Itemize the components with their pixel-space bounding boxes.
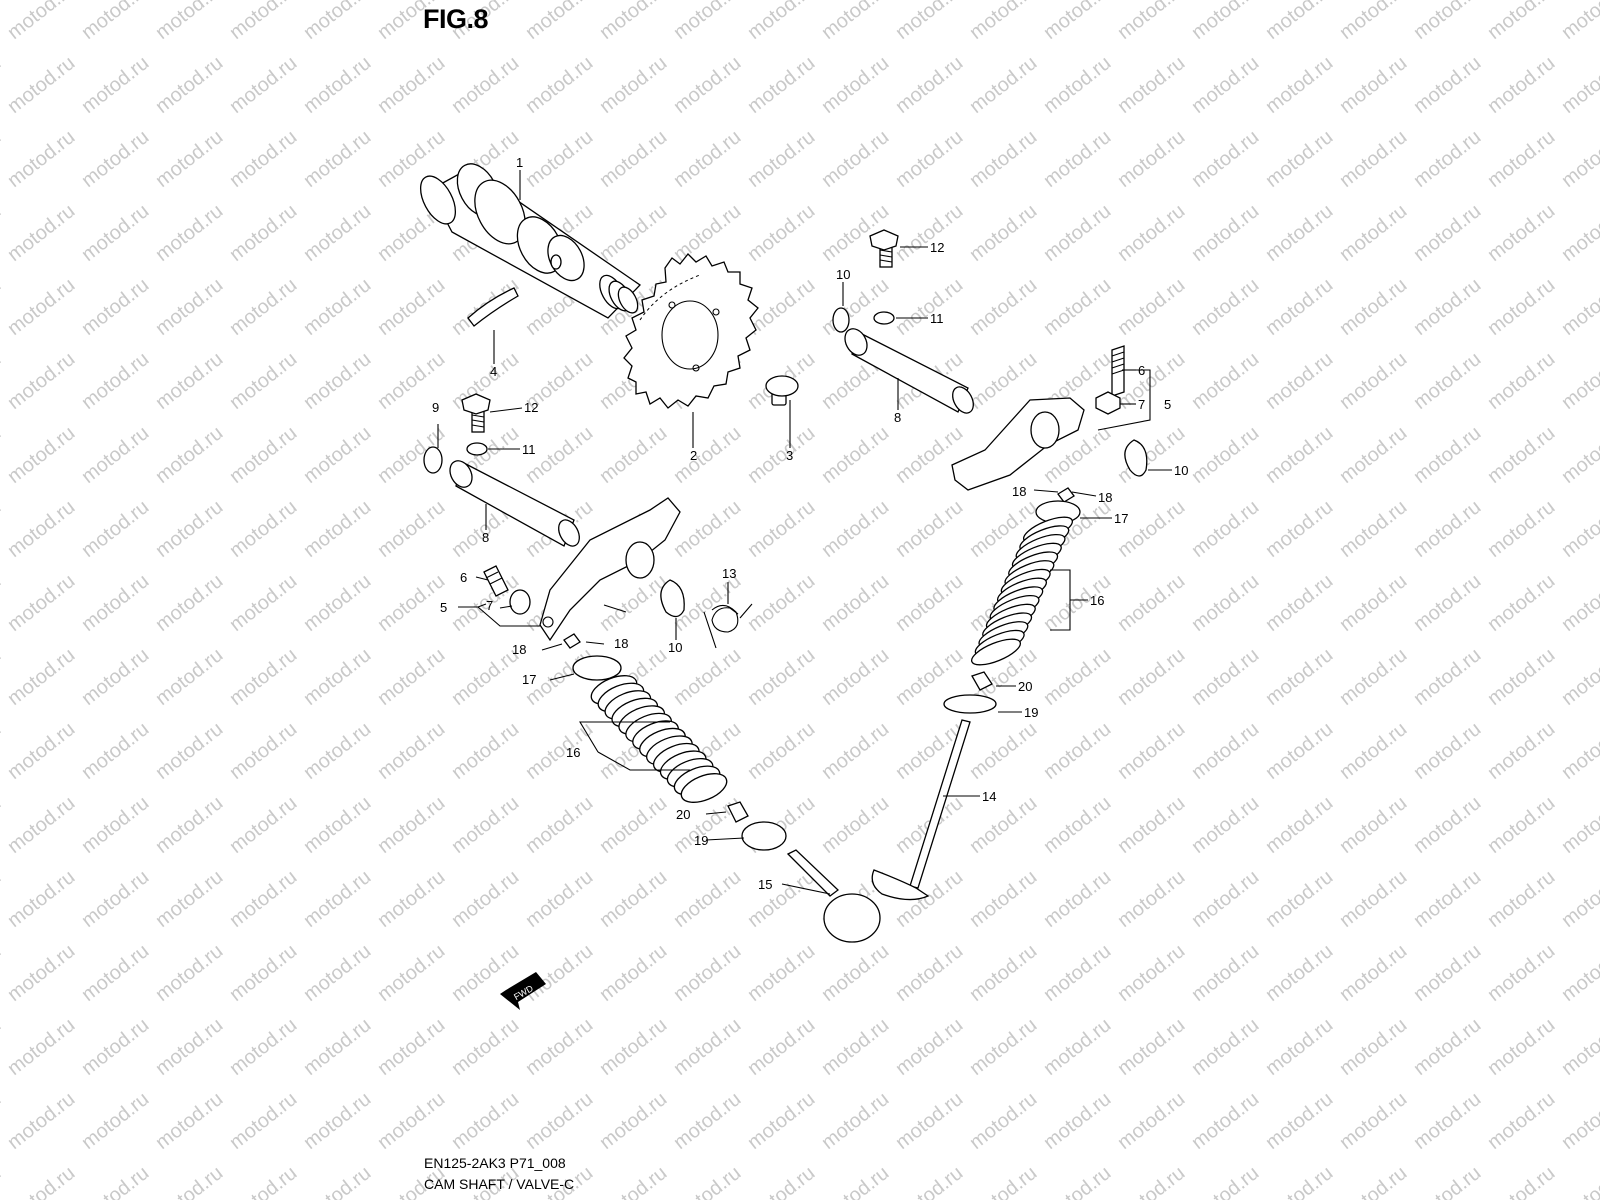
- spring-seat-part-10-upper[interactable]: [1124, 439, 1148, 477]
- callout-7-upper: 7: [1138, 397, 1145, 412]
- stem-seal-part-20-lower[interactable]: [727, 801, 749, 823]
- callout-19-upper: 19: [1024, 705, 1038, 720]
- callout-17-lower: 17: [522, 672, 536, 687]
- callout-18-lower-left: 18: [512, 642, 526, 657]
- half-ring-part-4[interactable]: [467, 287, 519, 327]
- callout-10-upper-right: 10: [1174, 463, 1188, 478]
- callout-18-upper-right: 18: [1098, 490, 1112, 505]
- callout-14: 14: [982, 789, 996, 804]
- callout-10-lower: 10: [668, 640, 682, 655]
- valve-part-14[interactable]: [871, 719, 971, 901]
- callout-12-lower: 12: [524, 400, 538, 415]
- retainer-part-17-lower[interactable]: [572, 655, 622, 681]
- callout-7-lower: 7: [486, 598, 493, 613]
- footer-figure-code: EN125-2AK3 P71_008: [424, 1155, 566, 1171]
- callout-15: 15: [758, 877, 772, 892]
- callout-18-upper-left: 18: [1012, 484, 1026, 499]
- bolt-part-12-lower[interactable]: [461, 393, 491, 433]
- callout-labels: 1 4 2 3 10 12 11 8 6 7 5 10 18 18 17 16 …: [432, 155, 1188, 892]
- figure-title: FIG.8: [423, 4, 489, 34]
- callout-1: 1: [516, 155, 523, 170]
- callout-6-upper: 6: [1138, 363, 1145, 378]
- cam-sprocket-part-2[interactable]: [623, 253, 759, 409]
- callout-19-lower: 19: [694, 833, 708, 848]
- leader-lines: [437, 170, 1172, 895]
- callout-4: 4: [490, 364, 497, 379]
- rocker-arm-part-5-upper[interactable]: [951, 397, 1085, 491]
- callout-18-lower-right: 18: [614, 636, 628, 651]
- callout-11-lower: 11: [522, 442, 536, 457]
- callout-10-upper-left: 10: [836, 267, 850, 282]
- spring-seat-part-19-lower[interactable]: [741, 821, 787, 851]
- adjust-screw-part-6-lower[interactable]: [483, 565, 509, 597]
- cotter-part-18-upper[interactable]: [1057, 487, 1075, 503]
- callout-9: 9: [432, 400, 439, 415]
- rocker-arm-part-5-lower[interactable]: [539, 497, 681, 642]
- cotter-part-18-lower[interactable]: [563, 633, 581, 649]
- o-ring-part-10-upper[interactable]: [832, 307, 850, 333]
- callout-8-lower: 8: [482, 530, 489, 545]
- callout-6-lower: 6: [460, 570, 467, 585]
- rocker-shaft-part-8-lower[interactable]: [446, 457, 584, 550]
- callout-13: 13: [722, 566, 736, 581]
- callout-20-lower: 20: [676, 807, 690, 822]
- valve-part-15[interactable]: [786, 849, 881, 943]
- callout-16-upper: 16: [1090, 593, 1104, 608]
- callout-3: 3: [786, 448, 793, 463]
- callout-17-upper: 17: [1114, 511, 1128, 526]
- camshaft-part-1[interactable]: [413, 157, 642, 319]
- torsion-spring-part-13[interactable]: [703, 603, 753, 649]
- bolt-part-3[interactable]: [765, 375, 799, 406]
- spring-seat-part-19-upper[interactable]: [943, 694, 997, 714]
- adjust-screw-part-6-upper[interactable]: [1111, 345, 1125, 397]
- callout-2: 2: [690, 448, 697, 463]
- forward-arrow-icon: FWD: [500, 972, 546, 1010]
- callout-12-upper: 12: [930, 240, 944, 255]
- callout-8-upper: 8: [894, 410, 901, 425]
- callout-11-upper: 11: [930, 311, 944, 326]
- callout-5-upper: 5: [1164, 397, 1171, 412]
- footer-figure-name: CAM SHAFT / VALVE-C: [424, 1176, 575, 1192]
- lock-nut-part-7-lower[interactable]: [509, 589, 531, 615]
- valve-spring-part-16-lower[interactable]: [587, 670, 730, 808]
- lock-nut-part-7-upper[interactable]: [1095, 391, 1121, 415]
- spring-seat-part-10-lower[interactable]: [660, 579, 685, 618]
- callout-20-upper: 20: [1018, 679, 1032, 694]
- rocker-shaft-part-8-upper[interactable]: [841, 325, 978, 417]
- washer-part-11-lower[interactable]: [466, 442, 488, 456]
- o-ring-part-9[interactable]: [423, 446, 443, 474]
- stem-seal-part-20-upper[interactable]: [971, 671, 993, 691]
- callout-5-lower: 5: [440, 600, 447, 615]
- callout-16-lower: 16: [566, 745, 580, 760]
- bolt-part-12-upper[interactable]: [869, 229, 899, 268]
- washer-part-11-upper[interactable]: [873, 311, 895, 325]
- valve-spring-part-16-upper[interactable]: [969, 512, 1076, 670]
